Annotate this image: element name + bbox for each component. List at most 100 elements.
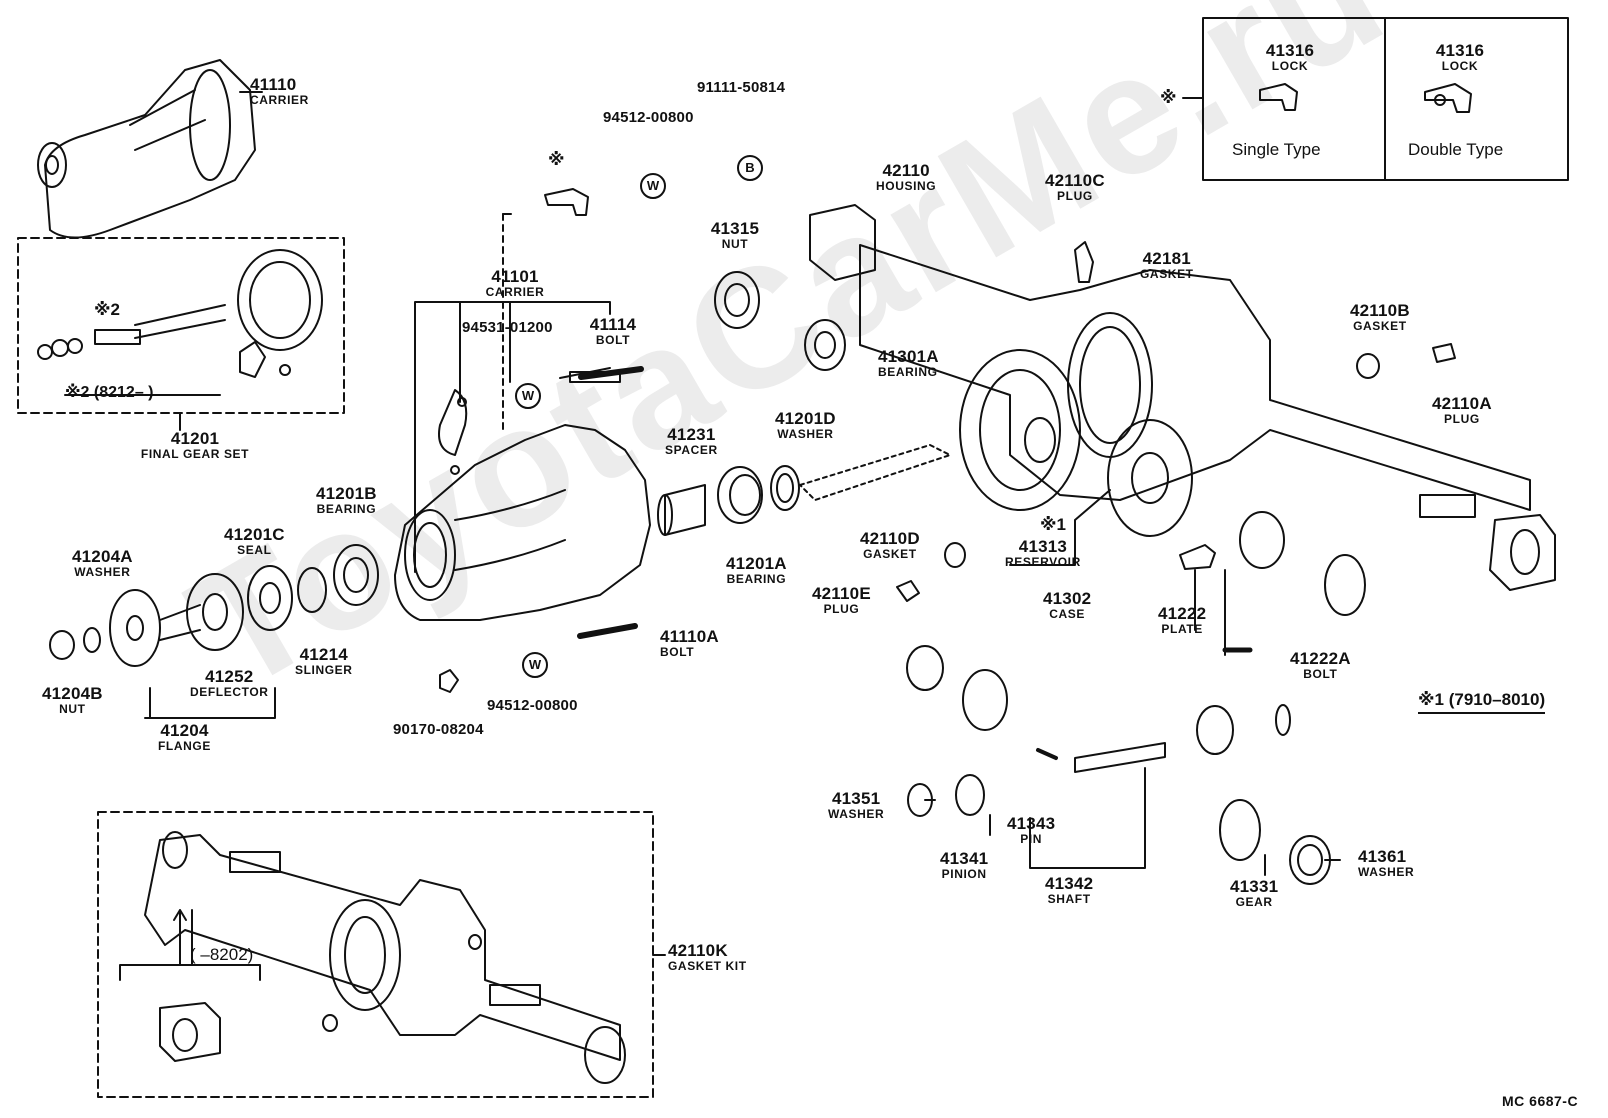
part-name: BOLT [595, 333, 631, 347]
part-name: GASKET [1353, 319, 1407, 333]
diagram-code: MC 6687-C [1502, 1093, 1579, 1109]
part-number: 42110C [1045, 171, 1105, 190]
part-name: BOLT [660, 645, 695, 659]
part-name: PLUG [1444, 412, 1480, 426]
part-label-42110D: 42110D GASKET [860, 530, 920, 560]
part-number: 41313 [1018, 537, 1068, 556]
part-number: 41201B [316, 484, 377, 503]
part-name: CARRIER [250, 93, 309, 107]
part-number: 42110D [860, 529, 920, 548]
washer-mark-icon: W [640, 173, 666, 199]
part-label-94512-top: 94512-00800 [603, 110, 694, 125]
part-number: 41201A [726, 554, 787, 573]
part-number: 41316 [1435, 41, 1485, 60]
note1-range: ※1 (7910–8010) [1418, 690, 1546, 714]
part-number: 41204B [42, 684, 103, 703]
part-name: BEARING [726, 572, 787, 586]
part-number: 90170-08204 [393, 721, 484, 738]
part-number: 41361 [1358, 847, 1407, 866]
part-name: LOCK [1271, 59, 1309, 73]
part-label-41114: 41114 BOLT [588, 316, 638, 346]
part-name: BEARING [316, 502, 377, 516]
housing-42110-art [809, 204, 1556, 591]
bearing-41301a-art [804, 319, 846, 371]
part-label-41204B: 41204B NUT [42, 685, 103, 715]
lock-type-inset [1182, 17, 1569, 181]
part-name: WASHER [1358, 865, 1415, 879]
washer-mark-icon: W [522, 652, 548, 678]
part-label-41301A: 41301A BEARING [878, 348, 939, 378]
part-label-41351: 41351 WASHER [828, 790, 884, 820]
carrier-41110-art [37, 59, 263, 239]
washer-mark-icon: W [515, 383, 541, 409]
note2-range: ※2 (8212– ) [65, 384, 154, 401]
part-number: 41214 [299, 645, 348, 664]
part-label-41341: 41341 PINION [940, 850, 988, 880]
part-name: GASKET [863, 547, 917, 561]
part-name: LOCK [1441, 59, 1479, 73]
part-name: GEAR [1235, 895, 1273, 909]
part-number: 41201 [170, 429, 220, 448]
part-name: SPACER [665, 443, 718, 457]
flange-row-art [49, 544, 379, 719]
pin-41343-art [1036, 748, 1058, 760]
part-number: 42110A [1432, 394, 1492, 413]
part-number: 41351 [832, 789, 881, 808]
gasket-kit-art [97, 811, 666, 1098]
part-number: 41331 [1230, 877, 1279, 896]
plug-42110c-art [1074, 241, 1094, 283]
part-label-41342: 41342 SHAFT [1045, 875, 1093, 905]
part-name: PLUG [823, 602, 860, 616]
part-label-94512-bottom: 94512-00800 [487, 698, 578, 713]
part-label-41343: 41343 PIN [1007, 815, 1055, 845]
part-label-41222: 41222 PLATE [1158, 605, 1206, 635]
part-label-41201A: 41201A BEARING [726, 555, 787, 585]
nut-41315-art [714, 271, 760, 329]
part-name: PLATE [1161, 622, 1203, 636]
part-name: SEAL [237, 543, 272, 557]
part-label-41252: 41252 DEFLECTOR [190, 668, 269, 698]
part-label-41222A: 41222A BOLT [1290, 650, 1351, 680]
part-label-41110: 41110 CARRIER [250, 76, 309, 106]
pinion-41341-art [955, 774, 985, 816]
part-label-41331: 41331 GEAR [1230, 878, 1278, 908]
part-number: 41252 [205, 667, 254, 686]
side-washer-art [906, 645, 944, 691]
plug-42110a-art [1432, 343, 1456, 363]
inset-lock-single-label: 41316 LOCK [1250, 42, 1330, 72]
part-label-41204A: 41204A WASHER [72, 548, 133, 578]
part-name: CASE [1049, 607, 1086, 621]
part-name: WASHER [777, 427, 834, 441]
part-name: DEFLECTOR [190, 685, 269, 699]
part-number: 41315 [710, 219, 760, 238]
part-name: CARRIER [485, 285, 545, 299]
part-name: NUT [721, 237, 749, 251]
bolt-41114-art [578, 366, 644, 380]
part-number: 41114 [589, 315, 637, 334]
plate-41222-art [1179, 544, 1216, 570]
part-name: SHAFT [1047, 892, 1091, 906]
shaft-41342-art [1074, 742, 1166, 773]
part-number: 41222 [1158, 604, 1207, 623]
part-label-41110A: 41110A BOLT [660, 628, 719, 658]
part-label-41204: 41204 FLANGE [158, 722, 211, 752]
part-label-41302: 41302 CASE [1043, 590, 1091, 620]
part-number: 41110 [250, 75, 297, 94]
part-label-42110K: 42110K GASKET KIT [668, 942, 747, 972]
gasket-42110d-art [944, 542, 966, 568]
part-name: BOLT [1303, 667, 1338, 681]
part-name: PINION [941, 867, 987, 881]
part-number: 42110K [668, 941, 728, 960]
part-number: 41301A [878, 347, 939, 366]
part-label-41101: 41101 CARRIER [470, 268, 560, 298]
part-number: 41204A [72, 547, 133, 566]
part-name: PIN [1020, 832, 1043, 846]
part-name: WASHER [74, 565, 131, 579]
part-number: 41302 [1043, 589, 1092, 608]
bolt-41110a-art [577, 623, 638, 639]
case-41302-art [1009, 419, 1193, 566]
part-number: 41343 [1007, 814, 1056, 833]
gasket-42110b-art [1356, 353, 1380, 379]
part-label-41214: 41214 SLINGER [295, 646, 353, 676]
part-name: GASKET KIT [668, 959, 747, 973]
